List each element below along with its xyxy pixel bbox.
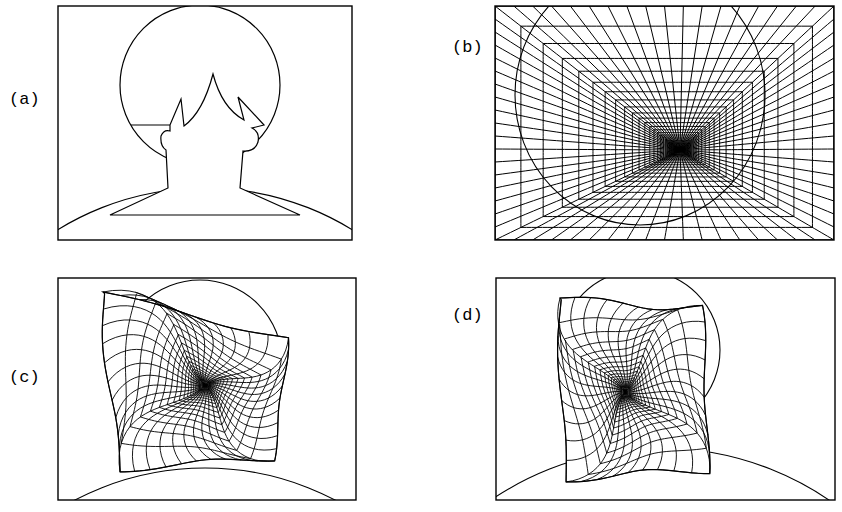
panel-frame [495, 6, 834, 240]
panel-label: (a) [8, 90, 41, 109]
warped-grid [102, 290, 288, 472]
head-silhouette [58, 6, 352, 240]
panel-frame [58, 6, 352, 240]
panel-label: (d) [451, 306, 484, 325]
head-outline [58, 280, 356, 500]
panel-label: (c) [8, 368, 41, 387]
panel-frame [58, 278, 356, 500]
panel-frame [496, 278, 835, 500]
perspective-grid [495, 6, 834, 240]
panel-label: (b) [451, 38, 484, 57]
head-outline [496, 278, 835, 500]
warped-grid [558, 297, 710, 482]
